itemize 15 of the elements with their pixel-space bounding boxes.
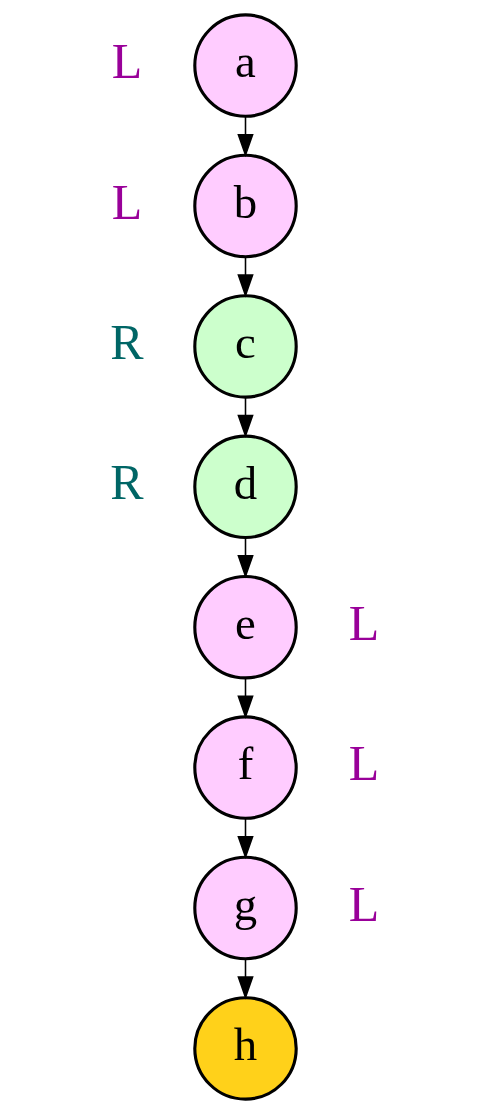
node-label: L: [111, 34, 143, 90]
node-label: L: [348, 595, 380, 651]
node-circle: a: [193, 13, 298, 118]
node-circle: b: [193, 153, 298, 259]
node-label: R: [110, 315, 144, 371]
node-label: R: [110, 455, 144, 511]
node-circle: g: [193, 855, 298, 961]
node-circle: e: [193, 574, 298, 680]
node-circle: c: [193, 294, 298, 399]
node-label: L: [348, 876, 380, 932]
node-label: L: [111, 174, 143, 230]
node-circle: h: [193, 996, 298, 1101]
node-label: L: [348, 736, 380, 792]
node-circle: d: [193, 434, 298, 540]
node-circle: f: [193, 715, 298, 820]
